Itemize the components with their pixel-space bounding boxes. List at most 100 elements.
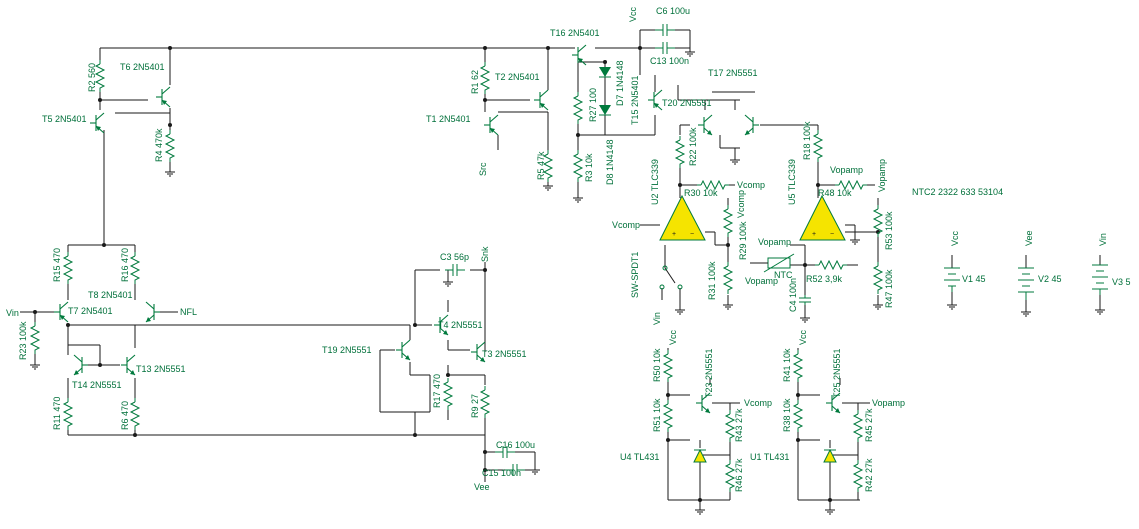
resistor-r42	[853, 459, 863, 493]
label-v2: V2 45	[1038, 274, 1062, 284]
label-u4: U4 TL431	[620, 452, 659, 462]
resistor-r47	[873, 261, 883, 295]
label-r5: R5 47k	[536, 151, 546, 180]
label-r23: R23 100k	[18, 321, 28, 360]
label-c16: C16 100u	[496, 440, 535, 450]
label-d8: D8 1N4148	[605, 139, 615, 185]
label-u2: U2 TLC339	[650, 159, 660, 205]
resistor-r51	[663, 399, 673, 433]
label-vopamp-4: Vopamp	[745, 276, 778, 286]
resistor-r31	[723, 261, 733, 295]
label-vin-v3: Vin	[1098, 233, 1108, 246]
battery-v3	[1092, 264, 1108, 295]
label-u5: U5 TLC339	[787, 159, 797, 205]
label-nfl: NFL	[180, 307, 197, 317]
label-vin-in: Vin	[6, 308, 19, 318]
resistor-r1	[480, 61, 490, 95]
label-r18: R18 100k	[802, 121, 812, 160]
svg-text:+: +	[672, 231, 676, 238]
transistor-t13	[120, 354, 136, 376]
label-c3: C3 56p	[440, 252, 469, 262]
label-v1: V1 45	[962, 274, 986, 284]
label-vee-v2: Vee	[1024, 230, 1034, 246]
label-r31: R31 100k	[707, 261, 717, 300]
resistor-r2	[95, 59, 105, 93]
label-t20: T20 2N5551	[662, 98, 712, 108]
label-r2: R2 560	[87, 63, 97, 92]
label-vcomp-3: Vcomp	[736, 190, 746, 218]
resistor-r27	[573, 91, 583, 125]
resistor-r46	[725, 459, 735, 493]
label-t4: T4 2N5551	[438, 320, 483, 330]
label-vcomp-1: Vcomp	[737, 180, 765, 190]
label-t5: T5 2N5401	[42, 114, 87, 124]
label-sw: SW-SPDT1	[630, 252, 640, 298]
label-vopamp-2: Vopamp	[877, 159, 887, 192]
resistor-r52	[814, 260, 848, 270]
label-r1: R1 62	[470, 70, 480, 94]
label-r27: R27 100	[588, 88, 598, 122]
label-c4: C4 100n	[788, 278, 798, 312]
label-r43: R43 27k	[734, 408, 744, 442]
svg-text:−: −	[830, 231, 834, 238]
switch-sw1	[659, 265, 683, 290]
label-vcc-u4: Vcc	[668, 329, 678, 345]
label-vcc-u1: Vcc	[798, 329, 808, 345]
diode-d8	[599, 105, 611, 116]
capacitor-c6	[654, 23, 676, 37]
zener-u1	[823, 448, 837, 463]
label-ntc2: NTC2 2322 633 53104	[912, 187, 1003, 197]
label-t23: T23 2N5551	[704, 348, 714, 398]
transistor-t19	[395, 339, 411, 361]
label-t16: T16 2N5401	[550, 28, 600, 38]
label-t7: T7 2N5401	[68, 306, 113, 316]
label-u1: U1 TL431	[750, 452, 789, 462]
resistor-r22	[675, 135, 685, 169]
label-src: Src	[478, 162, 488, 176]
label-vee-bottom: Vee	[474, 482, 490, 492]
label-r52: R52 3,9k	[806, 274, 843, 284]
label-r11: R11 470	[52, 397, 62, 430]
resistor-r3	[573, 149, 583, 183]
transistor-t5	[89, 112, 105, 134]
labels: Vcc C6 100u T16 2N5401 C13 100n D7 1N414…	[6, 6, 1131, 492]
label-r6: R6 470	[120, 401, 130, 430]
resistor-r38	[793, 399, 803, 433]
diode-d7	[599, 67, 611, 78]
label-t25: T25 2N5551	[832, 348, 842, 398]
battery-v2	[1018, 267, 1034, 300]
svg-text:−: −	[690, 231, 694, 238]
label-c13: C13 100n	[650, 56, 689, 66]
label-c15: C15 100n	[482, 468, 521, 478]
label-r9: R9 27	[470, 394, 480, 418]
label-c6: C6 100u	[656, 6, 690, 16]
label-vcc-v1: Vcc	[950, 230, 960, 246]
label-t14: T14 2N5551	[72, 380, 122, 390]
diodes	[599, 67, 837, 463]
label-r16: R16 470	[120, 248, 130, 282]
capacitors	[444, 23, 811, 477]
resistor-r17	[443, 377, 453, 411]
label-r38: R38 10k	[782, 398, 792, 432]
batteries	[944, 264, 1108, 300]
label-r51: R51 10k	[652, 398, 662, 432]
label-vcomp-4: Vcomp	[744, 398, 772, 408]
label-v3: V3 5	[1112, 277, 1131, 287]
transistor-t1	[483, 114, 499, 136]
resistor-r18	[813, 129, 823, 163]
opamp-u5: + −	[799, 194, 846, 241]
label-vcc-top: Vcc	[628, 6, 638, 22]
label-snk: Snk	[480, 246, 490, 262]
label-d7: D7 1N4148	[615, 60, 625, 106]
transistor-t2	[533, 89, 549, 111]
transistor-t15	[647, 89, 663, 111]
label-vopamp-3: Vopamp	[758, 237, 791, 247]
label-vopamp-1: Vopamp	[830, 165, 863, 175]
transistor-t8	[145, 301, 161, 323]
label-t2: T2 2N5401	[495, 72, 540, 82]
label-r22: R22 100k	[688, 127, 698, 166]
resistor-r45	[853, 409, 863, 443]
resistor-r23	[30, 321, 40, 355]
label-r47: R47 100k	[884, 269, 894, 308]
